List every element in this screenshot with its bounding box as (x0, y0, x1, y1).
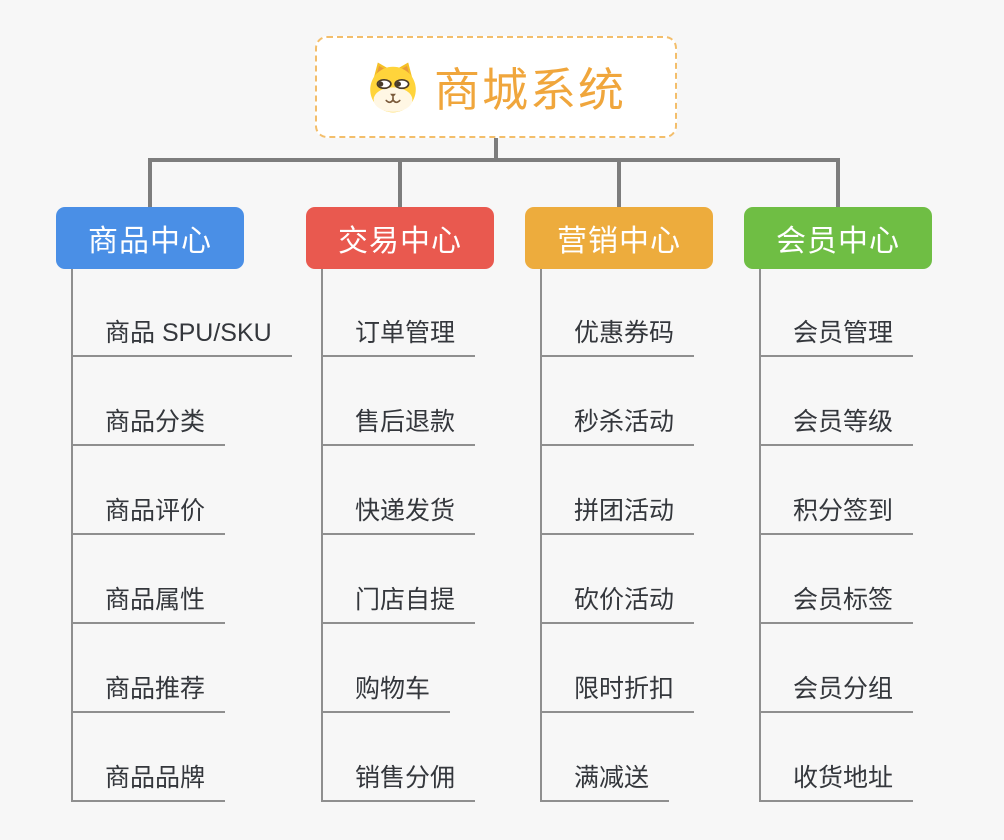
child-topic[interactable]: 商品 SPU/SKU (71, 314, 292, 357)
child-topic[interactable]: 商品评价 (71, 492, 226, 535)
child-topic[interactable]: 订单管理 (321, 314, 476, 357)
child-topic[interactable]: 销售分佣 (321, 759, 476, 802)
child-topic[interactable]: 商品分类 (71, 403, 226, 446)
child-topic[interactable]: 拼团活动 (540, 492, 695, 535)
connector-drop-marketing (617, 158, 621, 207)
connector-drop-members (836, 158, 840, 207)
connector-horizontal (148, 158, 840, 162)
branch-trunk-line (540, 269, 542, 802)
child-topic[interactable]: 优惠券码 (540, 314, 695, 357)
child-topic[interactable]: 商品品牌 (71, 759, 226, 802)
branch-header-trade[interactable]: 交易中心 (306, 207, 494, 269)
branch-header-marketing[interactable]: 营销中心 (525, 207, 713, 269)
child-topic[interactable]: 快递发货 (321, 492, 476, 535)
child-topic[interactable]: 会员等级 (759, 403, 914, 446)
child-topic[interactable]: 秒杀活动 (540, 403, 695, 446)
child-topic[interactable]: 商品推荐 (71, 670, 226, 713)
child-topic[interactable]: 收货地址 (759, 759, 914, 802)
child-topic[interactable]: 会员管理 (759, 314, 914, 357)
child-topic[interactable]: 限时折扣 (540, 670, 695, 713)
branch-products: 商品中心 商品 SPU/SKU 商品分类 商品评价 商品属性 商品推荐 商品品牌 (56, 207, 292, 817)
connector-drop-products (148, 158, 152, 207)
child-topic[interactable]: 积分签到 (759, 492, 914, 535)
branch-header-products[interactable]: 商品中心 (56, 207, 244, 269)
branch-members: 会员中心 会员管理 会员等级 积分签到 会员标签 会员分组 收货地址 (744, 207, 932, 817)
connector-root-stub (494, 138, 498, 160)
root-title: 商城系统 (434, 64, 626, 116)
root-node[interactable]: 商城系统 (315, 36, 677, 138)
branch-trade: 交易中心 订单管理 售后退款 快递发货 门店自提 购物车 销售分佣 (306, 207, 494, 817)
child-topic[interactable]: 满减送 (540, 759, 670, 802)
child-topic[interactable]: 购物车 (321, 670, 451, 713)
child-topic[interactable]: 门店自提 (321, 581, 476, 624)
branch-trunk-line (321, 269, 323, 802)
branch-marketing: 营销中心 优惠券码 秒杀活动 拼团活动 砍价活动 限时折扣 满减送 (525, 207, 713, 817)
child-topic[interactable]: 售后退款 (321, 403, 476, 446)
child-topic[interactable]: 会员标签 (759, 581, 914, 624)
branch-trunk-line (759, 269, 761, 802)
connector-drop-trade (398, 158, 402, 207)
child-topic[interactable]: 商品属性 (71, 581, 226, 624)
child-topic[interactable]: 会员分组 (759, 670, 914, 713)
branch-header-members[interactable]: 会员中心 (744, 207, 932, 269)
branch-trunk-line (71, 269, 73, 802)
dog-face-icon (370, 62, 416, 113)
child-topic[interactable]: 砍价活动 (540, 581, 695, 624)
